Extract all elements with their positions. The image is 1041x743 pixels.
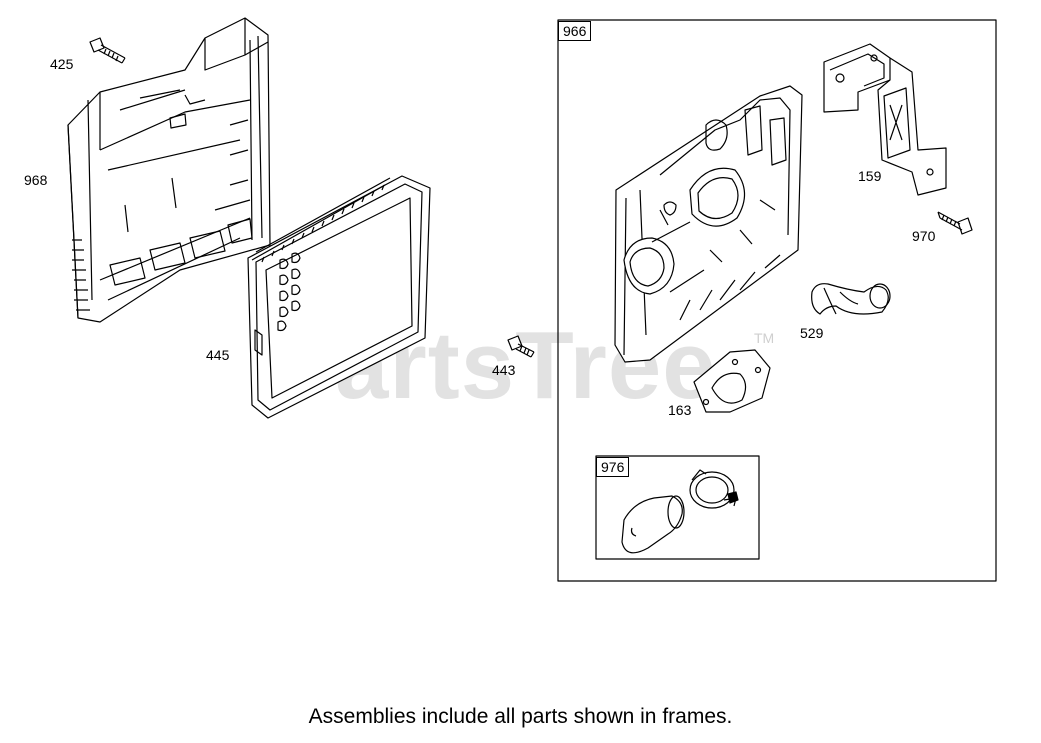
part-968-base[interactable] xyxy=(67,17,271,323)
part-425-bolt[interactable] xyxy=(89,37,126,64)
callout-970: 970 xyxy=(912,228,936,244)
part-445-filter[interactable] xyxy=(247,175,431,419)
callout-163: 163 xyxy=(668,402,692,418)
part-159-bracket[interactable] xyxy=(823,43,947,196)
part-966-adapter[interactable] xyxy=(614,85,803,363)
frame-966-label: 966 xyxy=(558,21,592,41)
watermark-trademark: TM xyxy=(754,330,775,346)
frame-966 xyxy=(557,19,997,582)
part-163-gasket[interactable] xyxy=(693,349,771,413)
part-976-cover[interactable] xyxy=(621,495,685,554)
part-529-elbow[interactable] xyxy=(811,283,891,315)
part-443-screw[interactable] xyxy=(507,335,535,358)
callout-445: 445 xyxy=(206,347,230,363)
frame-976 xyxy=(595,455,760,560)
frame-976-label: 976 xyxy=(596,457,630,477)
part-970-screw[interactable] xyxy=(937,211,973,235)
callout-443: 443 xyxy=(492,362,516,378)
caption: Assemblies include all parts shown in fr… xyxy=(308,705,733,728)
callout-159: 159 xyxy=(858,168,882,184)
callout-425: 425 xyxy=(50,56,74,72)
part-976-clamp[interactable] xyxy=(689,469,739,509)
callout-968: 968 xyxy=(24,172,48,188)
callout-529: 529 xyxy=(800,325,824,341)
